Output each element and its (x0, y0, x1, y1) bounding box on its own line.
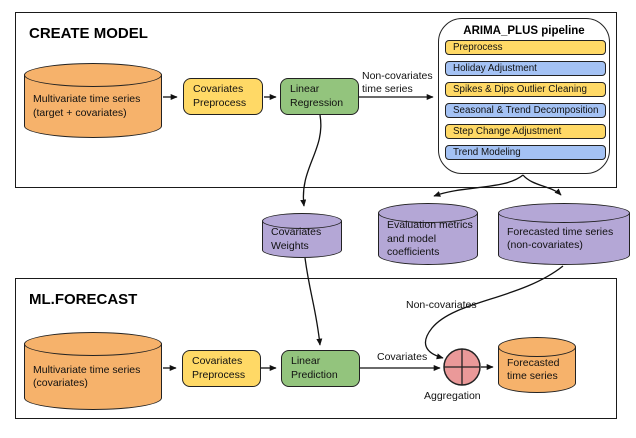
evaluation-metrics-cylinder: Evaluation metrics and model coefficient… (378, 203, 478, 265)
ml-forecast-title: ML.FORECAST (29, 291, 138, 308)
forecasted-output-cylinder: Forecasted time series (498, 337, 576, 393)
linear-regression-node: Linear Regression (280, 78, 359, 115)
cylinder-label: Forecasted time series (507, 356, 560, 382)
cylinder-top (378, 203, 478, 223)
forecasted-noncovariates-cylinder: Forecasted time series (non-covariates) (498, 203, 630, 265)
multivariate-target-cylinder: Multivariate time series (target + covar… (24, 63, 162, 138)
cylinder-label: Multivariate time series (target + covar… (33, 93, 141, 119)
cylinder-label: Covariates Weights (271, 226, 322, 252)
cylinder-top (498, 337, 576, 357)
create-model-title: CREATE MODEL (29, 25, 148, 42)
covariates-preprocess-node-2: Covariates Preprocess (182, 350, 261, 387)
linear-prediction-node: Linear Prediction (281, 350, 360, 387)
cylinder-top (262, 213, 342, 229)
covariates-preprocess-node: Covariates Preprocess (183, 78, 263, 115)
pipeline-step-preprocess: Preprocess (445, 40, 606, 55)
cylinder-top (498, 203, 630, 223)
pipeline-step-holiday-adjustment: Holiday Adjustment (445, 61, 606, 76)
noncovariates-timeseries-label: Non-covariates time series (362, 70, 433, 96)
covariates-label: Covariates (377, 351, 428, 363)
pipeline-title: ARIMA_PLUS pipeline (463, 25, 585, 37)
pipeline-step-seasonal-trend: Seasonal & Trend Decomposition (445, 103, 606, 118)
covariates-weights-cylinder: Covariates Weights (262, 213, 342, 258)
pipeline-step-trend-modeling: Trend Modeling (445, 145, 606, 160)
pipeline-step-step-change: Step Change Adjustment (445, 124, 606, 139)
cylinder-top (24, 63, 162, 87)
cylinder-label: Forecasted time series (non-covariates) (507, 225, 614, 251)
cylinder-label: Evaluation metrics and model coefficient… (387, 219, 473, 258)
multivariate-covariates-cylinder: Multivariate time series (covariates) (24, 332, 162, 410)
aggregation-label: Aggregation (424, 390, 481, 402)
cylinder-label: Multivariate time series (covariates) (33, 363, 141, 389)
cylinder-body (262, 221, 342, 258)
cylinder-top (24, 332, 162, 356)
noncovariates-label: Non-covariates (406, 299, 477, 311)
arima-plus-pipeline-container: ARIMA_PLUS pipeline Preprocess Holiday A… (438, 18, 610, 174)
pipeline-step-spikes-dips: Spikes & Dips Outlier Cleaning (445, 82, 606, 97)
